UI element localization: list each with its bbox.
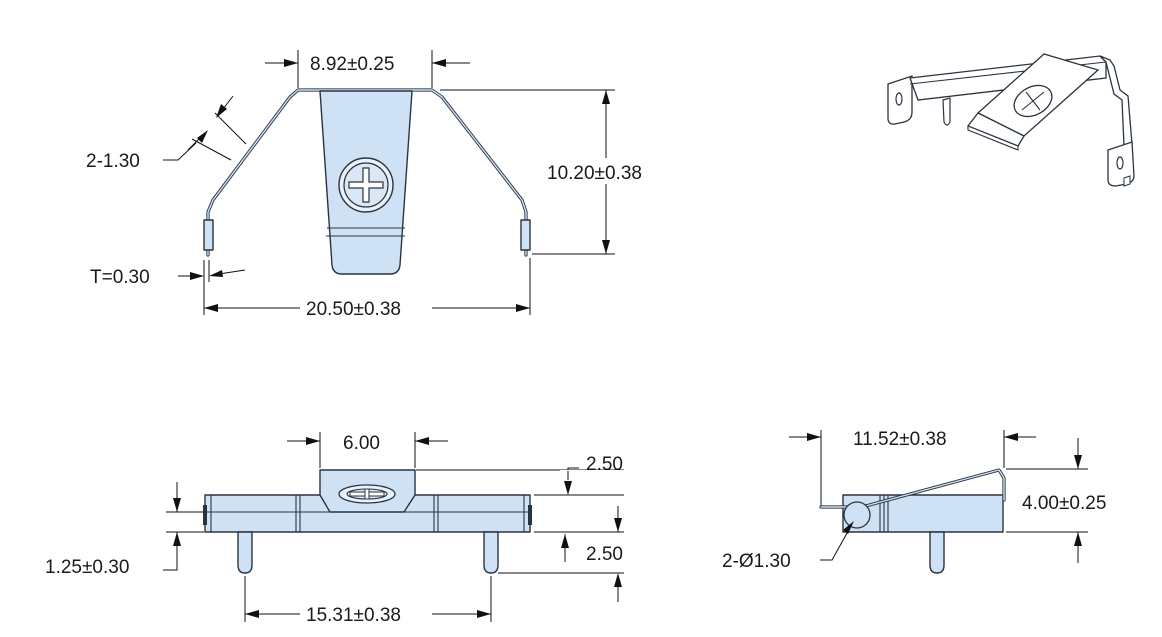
dim-top-width: 8.92±0.25	[310, 54, 394, 75]
dim-side-height: 4.00±0.25	[1022, 493, 1106, 514]
dim-pin-spacing: 15.31±0.38	[306, 605, 401, 626]
side-view: 11.52±0.38 4.00±0.25 2-Ø1.30	[722, 429, 1106, 574]
dim-tab-width: 6.00	[343, 433, 380, 454]
bottom-right-pin	[483, 531, 499, 574]
iso-right-hole-icon	[1116, 156, 1124, 170]
side-hole-icon	[843, 501, 871, 529]
dim-height: 10.20±0.38	[547, 163, 642, 184]
front-view: 8.92±0.25 10.20±0.38 2-1.30 T=0.30 20.50	[86, 50, 666, 320]
side-pin	[929, 531, 945, 574]
dim-thickness: T=0.30	[90, 267, 150, 288]
dim-hole-diameter: 2-Ø1.30	[722, 551, 791, 572]
iso-left-pin	[942, 97, 951, 126]
dim-body-height: 1.25±0.30	[45, 557, 129, 578]
front-phillips-cross-icon	[348, 167, 384, 203]
dim-pin-length: 2.50	[586, 544, 623, 565]
front-left-leg-tab	[203, 219, 214, 251]
dim-leg-width: 2-1.30	[86, 151, 140, 172]
dim-overall-width: 20.50±0.38	[306, 299, 401, 320]
front-spring-wire-inner	[207, 89, 527, 256]
front-right-leg-tab	[520, 219, 531, 251]
isometric-view	[887, 53, 1135, 187]
iso-left-hole-icon	[895, 92, 903, 106]
dim-tab-height: 2.50	[586, 454, 623, 475]
dim-side-length: 11.52±0.38	[853, 429, 947, 450]
bottom-left-pin	[237, 531, 253, 574]
bottom-view: 6.00 2.50 2.50 1.25±0.30 15.31	[45, 432, 626, 626]
